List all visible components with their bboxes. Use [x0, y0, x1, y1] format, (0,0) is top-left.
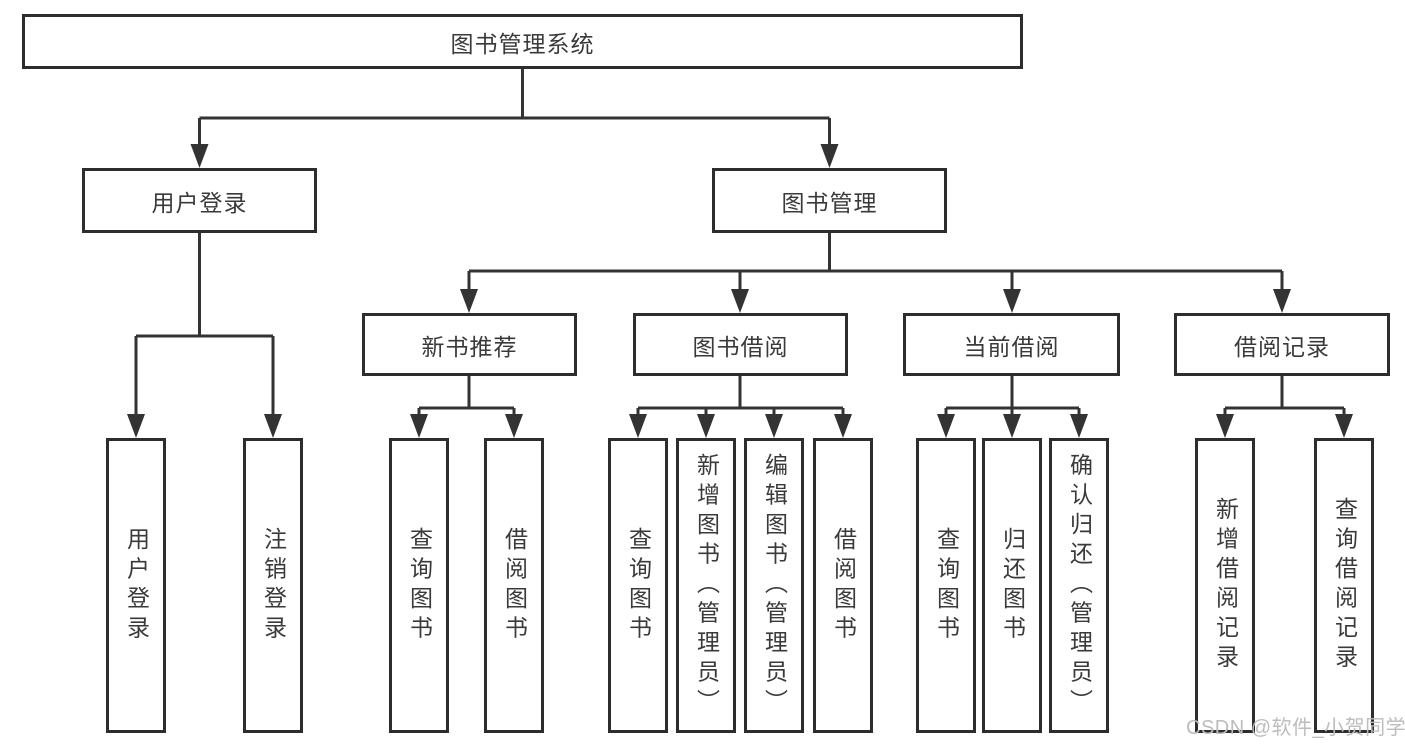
node-new-book-recommend: 新书推荐: [362, 313, 577, 376]
leaf-label: 新增借阅记录: [1212, 497, 1239, 674]
node-borrow-records: 借阅记录: [1174, 313, 1390, 376]
node-root-system: 图书管理系统: [22, 14, 1023, 69]
leaf-label: 查询图书: [625, 526, 652, 645]
leaf-label: 归还图书: [999, 526, 1026, 645]
node-current-borrow: 当前借阅: [903, 313, 1120, 376]
leaf-return-book: 归还图书: [982, 438, 1042, 733]
leaf-label: 注销登录: [260, 526, 287, 645]
node-book-borrow: 图书借阅: [633, 313, 848, 376]
leaf-label: 新增图书（管理员）: [693, 453, 720, 718]
leaf-label: 借阅图书: [830, 526, 857, 645]
leaf-edit-book-admin: 编辑图书（管理员）: [744, 438, 804, 733]
leaf-label: 用户登录: [123, 526, 150, 645]
leaf-borrow-books-recommend: 借阅图书: [484, 438, 544, 733]
leaf-label: 借阅图书: [501, 526, 528, 645]
leaf-logout: 注销登录: [243, 438, 303, 733]
leaf-user-login: 用户登录: [106, 438, 166, 733]
leaf-query-borrow-record: 查询借阅记录: [1314, 438, 1374, 733]
leaf-label: 查询图书: [933, 526, 960, 645]
leaf-label: 查询借阅记录: [1331, 497, 1358, 674]
leaf-add-borrow-record: 新增借阅记录: [1195, 438, 1255, 733]
leaf-label: 查询图书: [406, 526, 433, 645]
leaf-confirm-return-admin: 确认归还（管理员）: [1049, 438, 1109, 733]
leaf-add-book-admin: 新增图书（管理员）: [676, 438, 736, 733]
arrowheads: [127, 144, 1353, 438]
leaf-label: 确认归还（管理员）: [1066, 453, 1093, 718]
node-book-management: 图书管理: [712, 168, 947, 233]
connector-paths: [134, 69, 1346, 426]
leaf-borrow-book: 借阅图书: [813, 438, 873, 733]
node-user-login: 用户登录: [82, 168, 317, 233]
csdn-watermark: CSDN @软件_小贺同学: [1186, 717, 1405, 739]
leaf-label: 编辑图书（管理员）: [761, 453, 788, 718]
leaf-query-books-current: 查询图书: [916, 438, 976, 733]
leaf-query-books-recommend: 查询图书: [389, 438, 449, 733]
leaf-query-books-borrow: 查询图书: [608, 438, 668, 733]
